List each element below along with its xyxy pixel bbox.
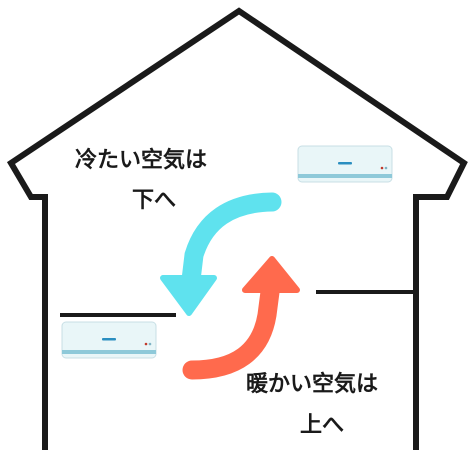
- house-outline: [6, 7, 468, 450]
- warm-air-arrow-icon: [182, 256, 300, 380]
- cold-air-label-line1: 冷たい空気は: [75, 148, 208, 173]
- cold-air-label-line2: 下へ: [132, 188, 177, 213]
- air-conditioner-icon: [61, 321, 157, 359]
- warm-air-label-line1: 暖かい空気は: [246, 372, 379, 397]
- air-conditioner-icon: [297, 145, 393, 183]
- warm-air-label-line2: 上へ: [300, 413, 345, 438]
- cold-air-arrow-icon: [160, 192, 282, 316]
